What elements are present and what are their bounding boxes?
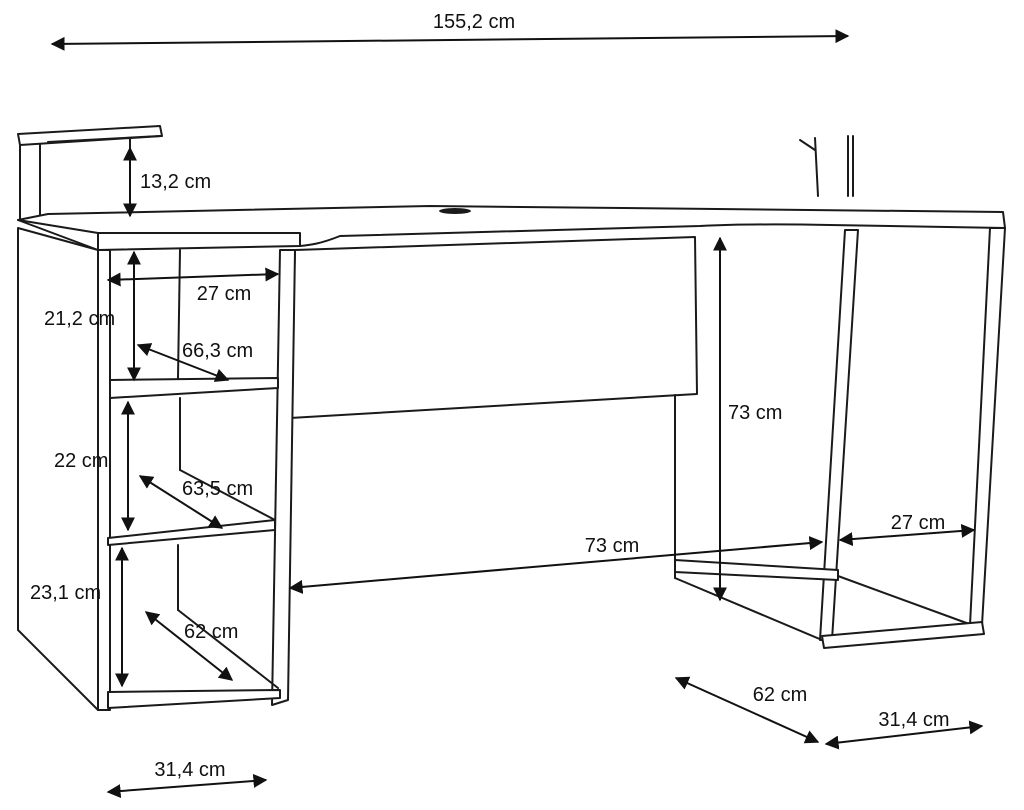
left-shelf-unit — [17, 227, 296, 711]
dim-upper-depth-arrow — [136, 343, 230, 382]
label-knee-width: 73 cm — [585, 535, 639, 557]
label-shelf-height: 13,2 cm — [140, 171, 211, 193]
label-upper-comp-height: 21,2 cm — [44, 308, 115, 330]
back-panel — [289, 236, 698, 419]
dimension-lines — [50, 29, 984, 799]
dimension-labels: 155,2 cm 13,2 cm 27 cm 21,2 cm 66,3 cm 2… — [30, 11, 950, 781]
label-right-leg-width: 27 cm — [891, 512, 945, 534]
label-lower-shelf-depth: 62 cm — [184, 621, 238, 643]
label-total-width: 155,2 cm — [433, 11, 515, 33]
label-left-base-width: 31,4 cm — [154, 759, 225, 781]
label-base-depth: 62 cm — [753, 684, 807, 706]
dim-right-leg-width-arrow — [838, 523, 976, 547]
label-middle-comp-height: 22 cm — [54, 450, 108, 472]
dim-lower-depth-arrow — [144, 611, 234, 681]
label-lower-comp-height: 23,1 cm — [30, 582, 101, 604]
right-leg — [674, 227, 1006, 649]
label-right-base-width: 31,4 cm — [878, 709, 949, 731]
dim-middle-depth-arrow — [138, 475, 224, 529]
label-upper-shelf-width: 27 cm — [197, 283, 251, 305]
dim-left-base-width-arrow — [106, 773, 268, 799]
label-middle-shelf-depth: 63,5 cm — [182, 478, 253, 500]
label-upper-shelf-depth: 66,3 cm — [182, 340, 253, 362]
dim-total-width-arrow — [50, 29, 850, 51]
desk-top — [17, 205, 1006, 251]
dim-knee-width-arrow — [288, 536, 824, 594]
label-desk-height: 73 cm — [728, 402, 782, 424]
dim-right-base-width-arrow — [824, 720, 984, 750]
dim-base-depth-arrow — [674, 676, 820, 744]
